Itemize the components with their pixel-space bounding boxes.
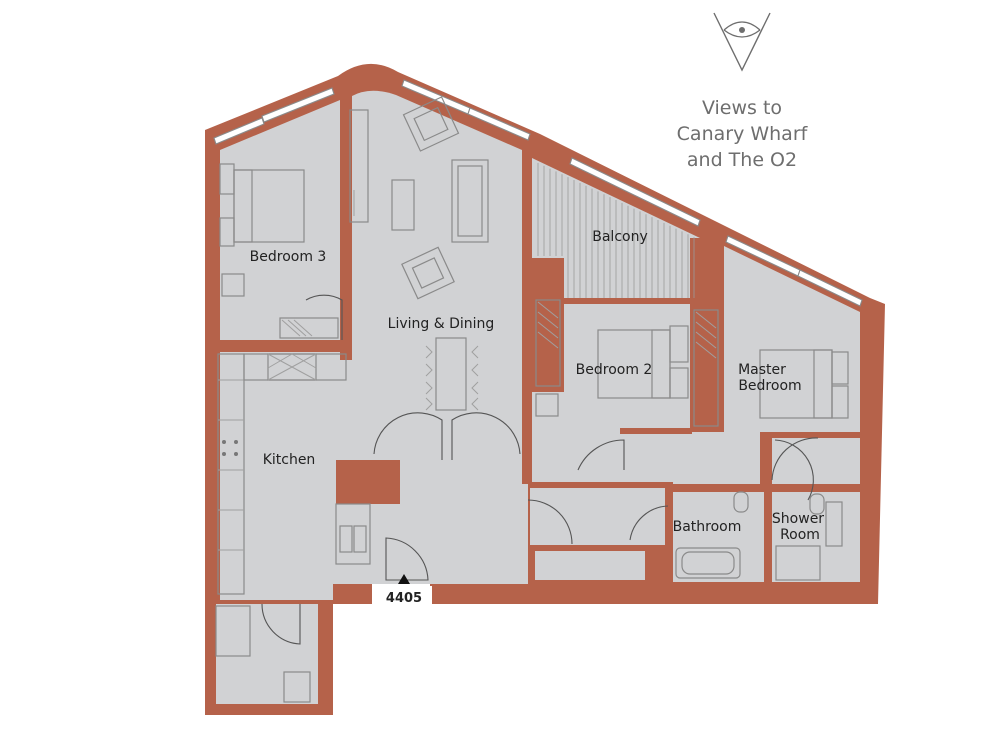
label-kitchen: Kitchen [263, 452, 316, 468]
doors [261, 294, 819, 645]
bedroom-3-floor [220, 100, 340, 340]
views-note-line2: Canary Wharf [677, 123, 809, 145]
bedroom-2-floor [530, 304, 690, 432]
furniture [215, 96, 849, 703]
label-balcony: Balcony [592, 229, 648, 245]
label-bedroom-2: Bedroom 2 [576, 362, 653, 378]
kitchen-counter [217, 353, 245, 595]
kitchen-sink [339, 525, 353, 553]
corridor-floor [530, 430, 760, 485]
store-floor [535, 550, 645, 580]
label-master-line2: Bedroom [738, 378, 801, 394]
label-bathroom: Bathroom [673, 519, 742, 535]
armchair-2 [401, 246, 455, 300]
bathtub [675, 547, 741, 579]
views-note-line1: Views to [702, 97, 782, 119]
master-bedroom-floor [724, 246, 860, 484]
windows [213, 79, 863, 307]
label-living-dining: Living & Dining [388, 316, 495, 332]
balcony-decking [537, 162, 695, 298]
armchair [402, 96, 460, 152]
hob-icon [222, 440, 238, 456]
views-note-line3: and The O2 [687, 149, 797, 171]
hallway-floor [372, 470, 528, 584]
coffee-table [391, 179, 415, 231]
toilet [733, 491, 749, 513]
shower-tray [775, 545, 821, 581]
shower-room-floor [772, 492, 860, 582]
label-shower-line1: Shower [772, 511, 824, 527]
label-master-line1: Master [738, 362, 786, 378]
bathroom-floor [672, 492, 764, 582]
dining-table [435, 337, 467, 411]
label-shower-line2: Room [780, 527, 820, 543]
lower-corridor-floor [530, 486, 665, 545]
sofa [451, 159, 489, 243]
eye-view-icon [713, 12, 771, 72]
entrance-arrow-icon [398, 574, 410, 584]
utility-floor [216, 604, 318, 704]
unit-number-box [376, 586, 432, 606]
unit-number: 4405 [386, 591, 422, 606]
label-bedroom-3: Bedroom 3 [250, 249, 327, 265]
